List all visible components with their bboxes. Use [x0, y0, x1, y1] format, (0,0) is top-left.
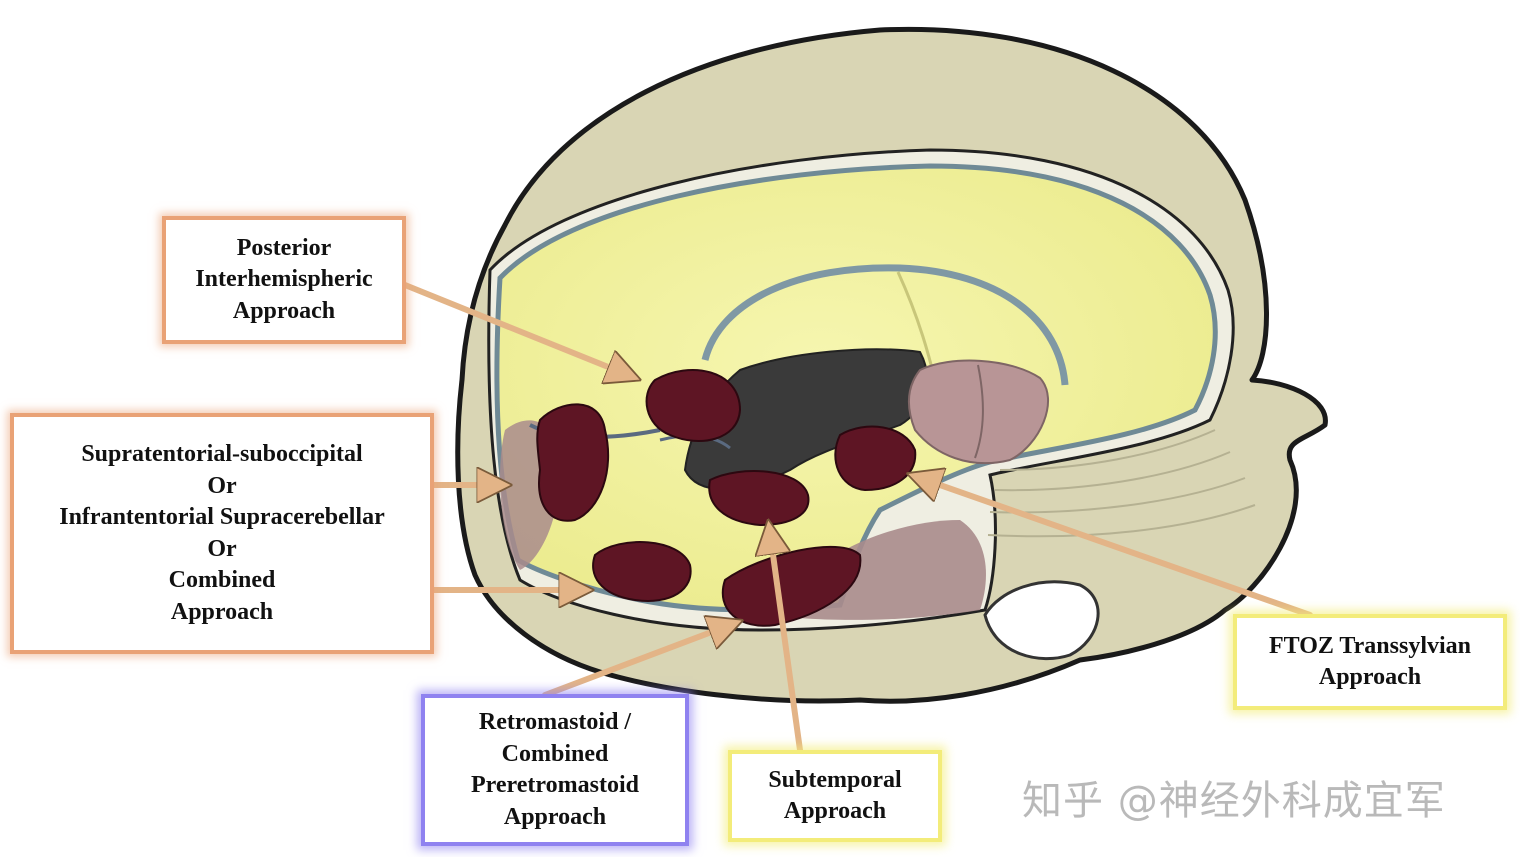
label-line: Or	[207, 535, 237, 562]
skull-base-opening	[983, 580, 1100, 661]
label-line: Infrantentorial Supracerebellar	[59, 504, 385, 530]
label-line: Approach	[170, 598, 274, 625]
label-line: Approach	[1318, 664, 1422, 690]
label-retromastoid: Retromastoid / Combined Preretromastoid …	[421, 694, 689, 846]
corpus-callosum	[701, 264, 1069, 386]
label-ftoz-transsylvian: FTOZ Transsylvian Approach	[1233, 614, 1507, 710]
label-line: Retromastoid /	[478, 709, 632, 735]
label-line: Approach	[503, 803, 607, 830]
label-line: Combined	[168, 567, 276, 593]
label-line: FTOZ Transsylvian	[1268, 632, 1472, 659]
approach-arrows	[402, 282, 1313, 753]
label-supratentorial: Supratentorial-suboccipital Or Infranten…	[10, 413, 434, 654]
arrow-ftoz	[920, 478, 1313, 618]
label-line: Combined	[501, 740, 609, 767]
label-line: Preretromastoid	[471, 772, 639, 798]
thalamus	[908, 359, 1050, 465]
arrow-subtemporal	[770, 533, 803, 753]
label-line: Supratentorial-suboccipital	[81, 441, 363, 467]
lesion-occipital	[536, 403, 610, 522]
lesions	[536, 369, 917, 627]
lesion-infratentorial	[592, 541, 692, 602]
arrow-retromastoid	[542, 625, 730, 698]
label-line: Interhemispheric	[195, 266, 373, 293]
label-posterior-interhemispheric: Posterior Interhemispheric Approach	[162, 216, 406, 344]
lesion-pineal	[708, 470, 810, 527]
lesion-posterior-upper	[645, 369, 742, 442]
label-subtemporal: Subtemporal Approach	[728, 750, 942, 842]
label-line: Approach	[232, 297, 336, 324]
cerebellum-folia	[987, 429, 1256, 538]
label-line: Or	[207, 472, 237, 499]
label-line: Subtemporal	[768, 766, 902, 793]
label-line: Posterior	[236, 234, 332, 261]
arrow-posterior	[402, 282, 628, 375]
watermark-text: 知乎 @神经外科成宜军	[1022, 778, 1446, 824]
lesion-thalamic	[834, 425, 917, 492]
label-line: Approach	[783, 798, 887, 824]
